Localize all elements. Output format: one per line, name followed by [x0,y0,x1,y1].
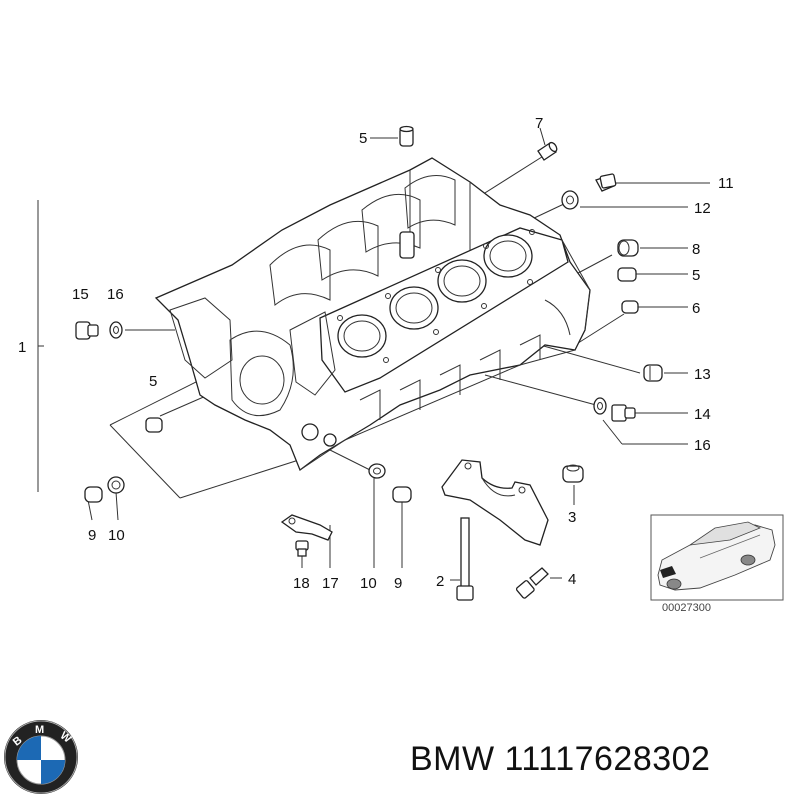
callout-5-left: 5 [149,373,157,390]
bolt-18-icon [295,540,309,557]
screw-plug-15-icon [75,321,99,340]
dowel-sleeve-left-icon [145,417,163,433]
callout-4: 4 [568,571,576,588]
dowel-pin-7-icon [537,141,558,161]
loose-parts [75,125,663,601]
seal-ring-10-left-icon [107,476,125,494]
bearing-cap-icon [441,459,549,546]
cap-13-icon [643,364,663,382]
cap-8-icon [617,239,639,257]
bolt-4-icon [515,567,549,599]
callout-1: 1 [18,339,26,356]
bracket-17-icon [280,514,333,541]
callout-12: 12 [694,200,711,217]
engine-block [154,157,591,472]
main-bearing-bolt-2-icon [456,517,474,601]
plug-9-left-icon [84,486,103,503]
screw-plug-14-icon [611,404,636,422]
cap-3-icon [562,464,584,483]
dowel-sleeve-right-icon [617,267,637,282]
callout-6: 6 [692,300,700,317]
plug-9-center-icon [392,486,412,503]
callout-13: 13 [694,366,711,383]
sleeve-6-icon [621,300,639,314]
callout-2: 2 [436,573,444,590]
callout-16-right: 16 [694,437,711,454]
callout-14: 14 [694,406,711,423]
callout-9-left: 9 [88,527,96,544]
callout-5-top: 5 [359,130,367,147]
part-number-caption: BMW 11117628302 [410,740,711,778]
screw-plug-11-icon [595,173,617,192]
callout-7: 7 [535,115,543,132]
callout-10-center: 10 [360,575,377,592]
seal-ring-12-icon [561,190,579,210]
svg-text:M: M [35,724,44,736]
vehicle-inset: 00027300 [650,514,784,614]
callout-15: 15 [72,286,89,303]
callout-3: 3 [568,509,576,526]
bmw-roundel-logo: B M W [4,720,78,794]
callout-8: 8 [692,241,700,258]
sedan-car-icon [657,521,776,591]
callout-9-center: 9 [394,575,402,592]
assembly-bracket [37,200,44,492]
callout-18: 18 [293,575,310,592]
callout-5-right: 5 [692,267,700,284]
callout-17: 17 [322,575,339,592]
seal-ring-16-left-icon [109,321,123,339]
callout-labels: 1 2 3 4 5 5 5 6 7 8 9 9 10 10 11 12 13 1… [18,115,734,592]
seal-ring-16-right-icon [593,397,607,415]
callout-11: 11 [718,175,734,192]
leader-lines [87,127,710,581]
callout-16-left: 16 [107,286,124,303]
callout-10-left: 10 [108,527,125,544]
seal-ring-10-center-icon [368,463,386,479]
inset-part-code: 00027300 [662,602,711,614]
dowel-sleeve-top-icon [399,125,414,147]
